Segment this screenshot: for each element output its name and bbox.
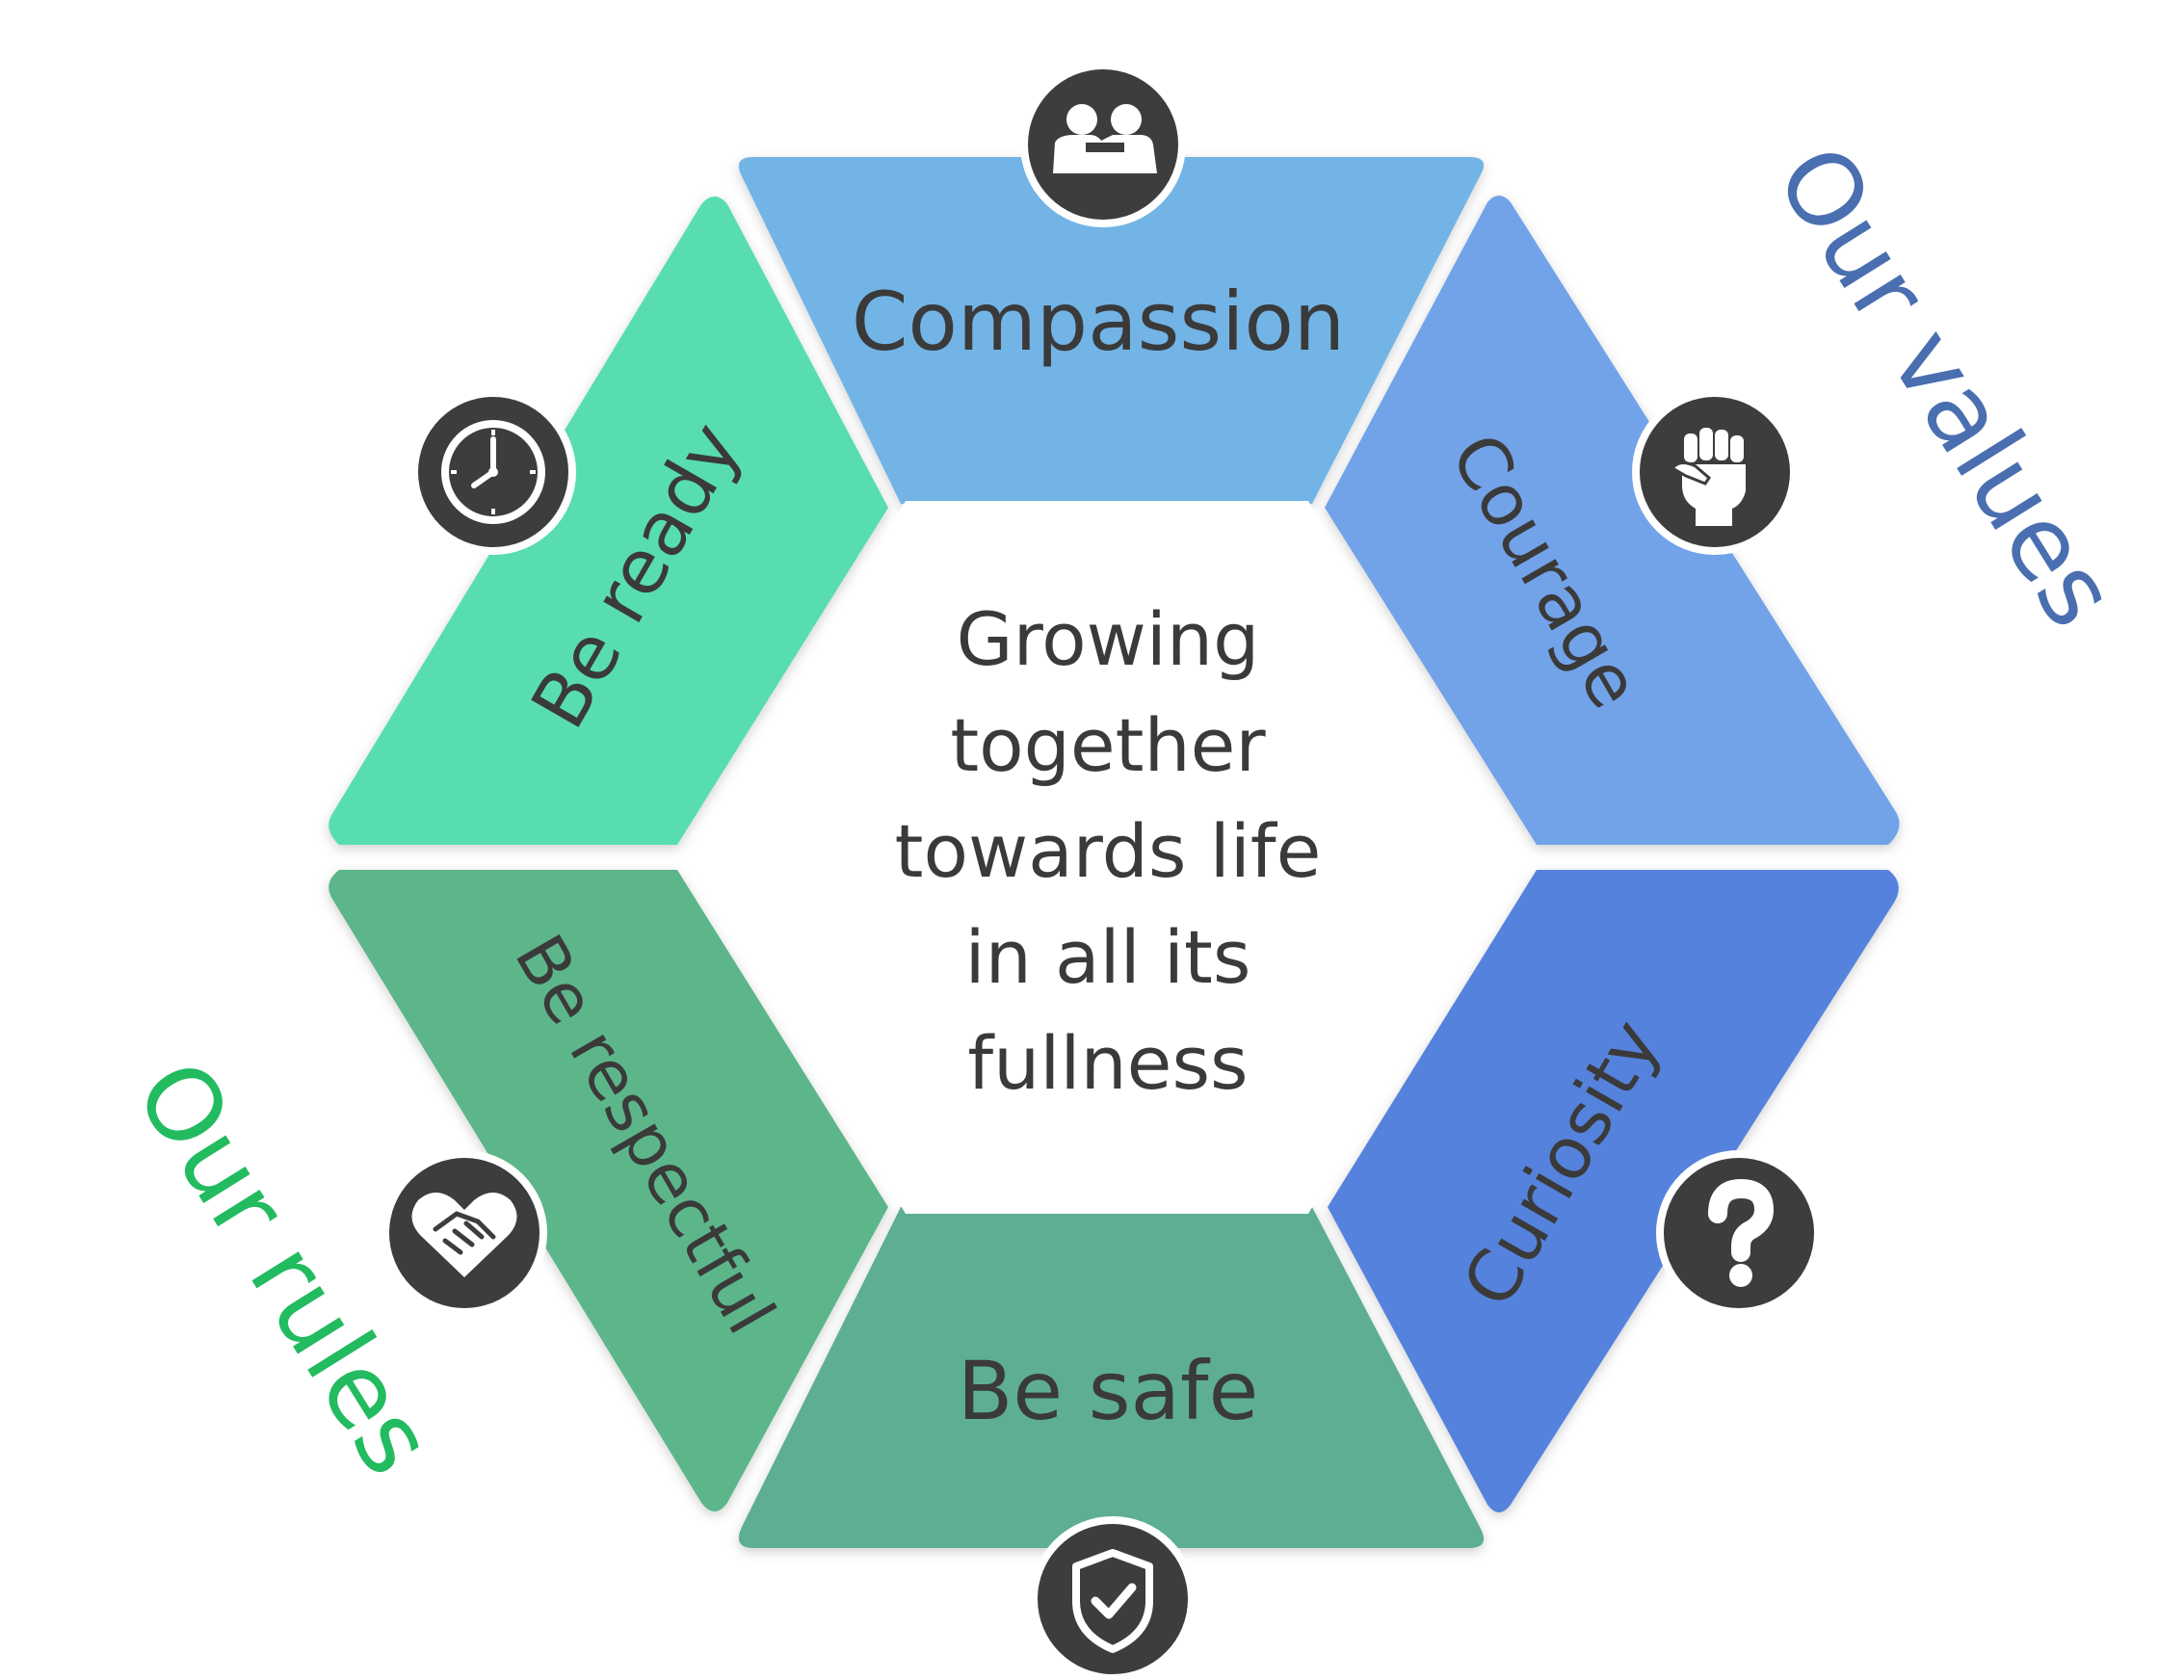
center-line: in all its [965, 914, 1251, 1000]
segment-courage [1325, 196, 1900, 845]
center-line: together [950, 702, 1266, 788]
center-line: Growing [957, 596, 1260, 682]
center-hexagon [694, 501, 1520, 1214]
people-hug-icon [1020, 62, 1186, 227]
segment-curiosity [1328, 870, 1899, 1512]
segment-be-safe [738, 1207, 1485, 1548]
title-our-values: Our values [1753, 125, 2140, 646]
raised-fist-icon [1632, 389, 1798, 555]
segment-be-ready [329, 197, 888, 845]
segment-compassion [738, 157, 1485, 504]
heart-handshake-icon [382, 1150, 547, 1316]
center-line: fullness [967, 1020, 1248, 1106]
shield-check-icon [1030, 1516, 1196, 1680]
segment-be-respectful [329, 870, 888, 1511]
segment-label-be-safe: Be safe [958, 1344, 1259, 1438]
clock-icon [410, 389, 576, 555]
center-line: towards life [895, 808, 1322, 894]
question-mark-icon [1656, 1150, 1822, 1316]
center-text: Growing together towards life in all its… [895, 596, 1322, 1106]
segment-label-compassion: Compassion [852, 275, 1345, 369]
